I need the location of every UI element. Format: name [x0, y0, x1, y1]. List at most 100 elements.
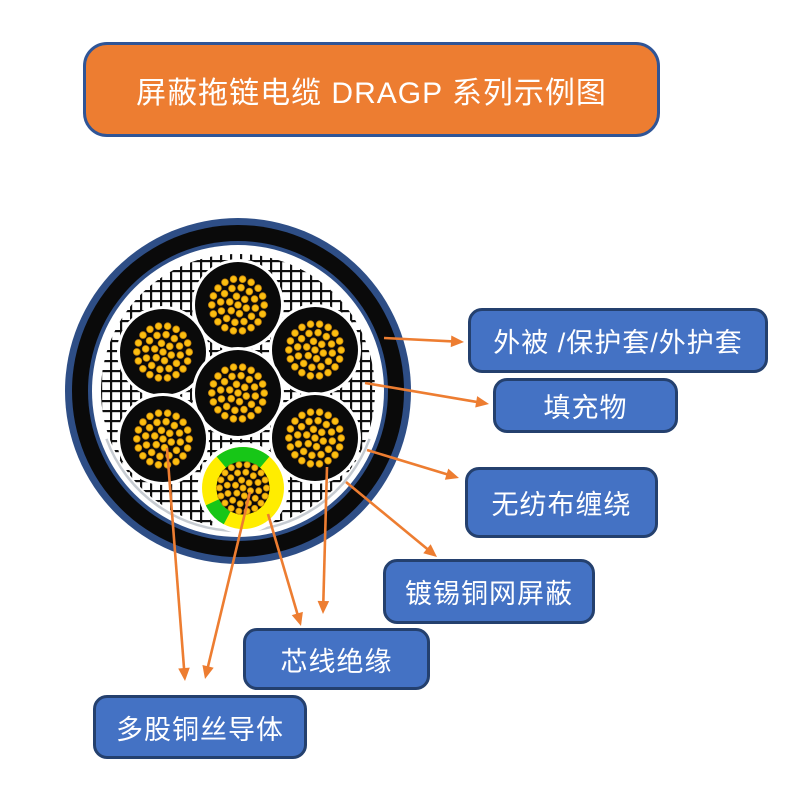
copper-strand-dot: [183, 444, 192, 452]
copper-strand-dot: [335, 425, 344, 433]
copper-strand-dot: [304, 351, 313, 360]
copper-strand-dot: [258, 310, 267, 318]
label-stranded-conductor: 多股铜丝导体: [93, 695, 307, 759]
copper-strand-dot: [240, 383, 249, 392]
copper-strand-dot: [297, 422, 306, 431]
arrow-line: [366, 448, 449, 477]
copper-strand-dot: [141, 432, 150, 440]
copper-strand-dot: [247, 312, 256, 321]
copper-strand-dot: [286, 337, 295, 345]
copper-strand-dot: [294, 352, 303, 360]
copper-strand-dot: [331, 329, 339, 338]
copper-strand-dot: [176, 438, 185, 446]
copper-strand-dot: [223, 481, 231, 489]
copper-strand-dot: [232, 292, 241, 301]
copper-strand-dot: [309, 337, 318, 346]
copper-strand-dot: [286, 355, 295, 363]
copper-strand-dot: [229, 496, 237, 504]
copper-strand-dot: [183, 357, 192, 365]
arrow-line: [206, 491, 252, 669]
copper-strand-dot: [251, 392, 260, 400]
copper-strand-dot: [175, 342, 184, 350]
copper-strand-dot: [258, 398, 267, 406]
label-core-insulation-text: 芯线绝缘: [280, 646, 393, 677]
copper-strand-dot: [314, 328, 322, 337]
copper-strand-dot: [209, 292, 218, 300]
copper-strand-dot: [170, 334, 179, 343]
copper-strand-dot: [254, 284, 262, 293]
copper-strand-dot: [154, 322, 163, 330]
copper-strand-dot: [159, 435, 167, 443]
copper-strand-dot: [242, 468, 250, 476]
copper-strand-dot: [172, 457, 180, 466]
copper-strand-dot: [317, 340, 326, 349]
label-nonwoven-wrap: 无纺布缠绕: [465, 467, 658, 538]
copper-strand-dot: [134, 339, 143, 347]
copper-strand-dot: [312, 354, 321, 363]
copper-strand-dot: [257, 499, 265, 507]
copper-strand-dot: [154, 409, 163, 417]
copper-strand-dot: [291, 329, 299, 337]
copper-strand-dot: [254, 372, 262, 381]
copper-strand-dot: [337, 346, 345, 354]
copper-strand-dot: [247, 411, 255, 420]
copper-strand-dot: [208, 301, 216, 309]
copper-strand-dot: [238, 415, 247, 423]
copper-strand-dot: [317, 450, 325, 459]
copper-strand-dot: [156, 452, 164, 461]
copper-strand-dot: [162, 330, 170, 339]
copper-strand-dot: [154, 460, 163, 469]
copper-strand-dot: [240, 492, 248, 500]
copper-strand-dot: [291, 362, 299, 371]
copper-strand-dot: [217, 476, 225, 484]
copper-strand-dot: [167, 438, 176, 446]
label-core-insulation: 芯线绝缘: [243, 628, 430, 690]
copper-strand-dot: [298, 456, 306, 465]
copper-strand-dot: [324, 357, 333, 366]
copper-strand-dot: [142, 441, 151, 449]
copper-strand-dot: [240, 317, 248, 326]
copper-strand-dot: [163, 409, 172, 418]
copper-strand-dot: [175, 429, 184, 437]
copper-strand-dot: [285, 346, 293, 354]
copper-strand-dot: [308, 363, 316, 372]
copper-strand-dot: [222, 314, 231, 323]
copper-strand-dot: [134, 426, 143, 434]
arrow-head: [178, 667, 190, 681]
page-title: 屏蔽拖链电缆 DRAGP 系列示例图: [136, 76, 607, 110]
label-nonwoven-wrap-text: 无纺布缠绕: [491, 490, 632, 520]
copper-strand-dot: [298, 411, 306, 420]
copper-strand-dot: [286, 443, 295, 451]
copper-strand-dot: [228, 372, 236, 381]
copper-strand-dot: [247, 323, 255, 332]
copper-strand-dot: [221, 323, 229, 332]
copper-strand-dot: [153, 418, 161, 427]
copper-strand-dot: [315, 408, 324, 417]
earth-core-green-arc: [216, 446, 270, 468]
copper-strand-dot: [229, 414, 238, 423]
copper-strand-dot: [311, 346, 319, 354]
copper-strand-dot: [308, 451, 316, 460]
copper-strand-dot: [146, 412, 154, 421]
copper-strand-dot: [139, 364, 147, 373]
copper-strand-dot: [237, 283, 245, 292]
copper-strand-dot: [305, 329, 313, 338]
copper-strand-dot: [160, 356, 169, 365]
copper-strand-dot: [163, 374, 172, 382]
copper-strand-dot: [139, 418, 147, 426]
copper-strand-dot: [251, 304, 260, 312]
copper-strand-dot: [298, 368, 306, 377]
copper-strand-dot: [156, 365, 164, 374]
copper-strand-dot: [238, 275, 247, 284]
copper-strand-dot: [165, 364, 173, 373]
copper-strand-dot: [134, 357, 143, 365]
copper-strand-dot: [306, 459, 315, 468]
copper-strand-dot: [163, 322, 172, 331]
copper-strand-dot: [216, 386, 225, 394]
copper-strand-dot: [217, 307, 226, 315]
copper-strand-dot: [227, 306, 236, 315]
copper-strand-dot: [302, 343, 311, 351]
copper-strand-dot: [165, 342, 174, 351]
copper-strand-dot: [293, 343, 302, 351]
copper-strand-dot: [170, 421, 179, 430]
